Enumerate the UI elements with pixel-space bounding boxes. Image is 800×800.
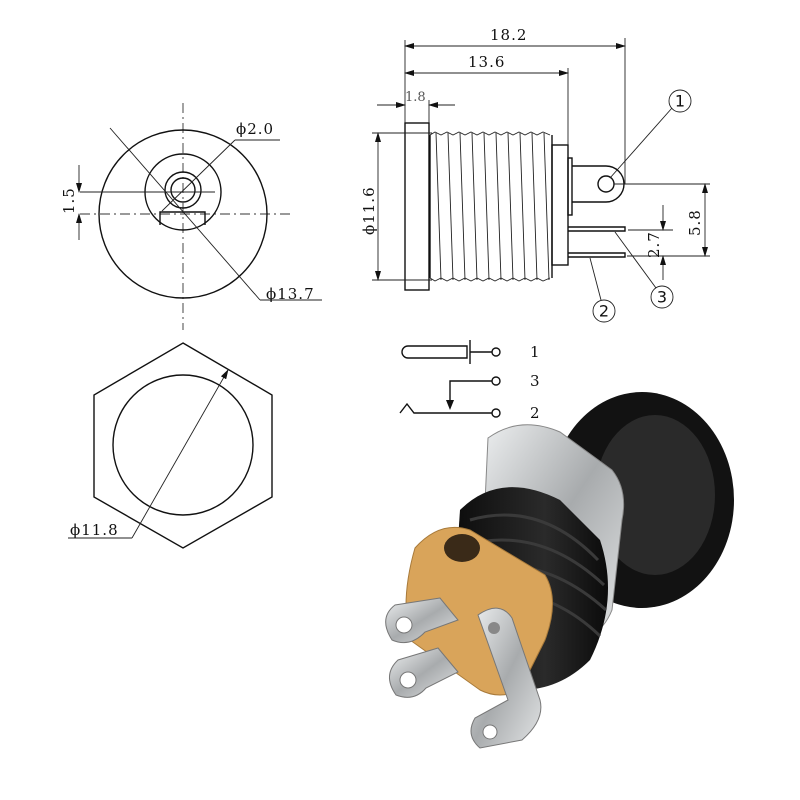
thread-lines <box>429 131 551 282</box>
schematic: 1 3 2 <box>399 340 541 422</box>
product-photo <box>385 392 734 749</box>
flange-thickness-dimension: 1.8 <box>405 90 426 105</box>
pin-height-dimension: 5.8 <box>686 209 704 236</box>
total-length-dimension: 18.2 <box>490 26 527 44</box>
front-view: 1.5 ϕ2.0 ϕ13.7 <box>60 103 322 330</box>
callout-2: 2 <box>599 302 609 321</box>
pin-diameter-dimension: ϕ2.0 <box>236 120 274 138</box>
body-diameter-dimension: ϕ11.6 <box>360 186 378 235</box>
schematic-pin-3: 3 <box>530 372 541 390</box>
side-view: 18.2 13.6 1.8 ϕ11.6 5.8 2.7 1 2 3 <box>360 26 710 323</box>
schematic-pin-2: 2 <box>530 404 541 422</box>
callout-3: 3 <box>657 288 667 307</box>
body-length-dimension: 13.6 <box>468 53 505 71</box>
pin-spacing-dimension: 2.7 <box>645 231 663 258</box>
outer-diameter-dimension: ϕ13.7 <box>266 285 315 303</box>
callout-1: 1 <box>675 92 685 111</box>
outer-circle <box>98 129 268 299</box>
hex-view: ϕ11.8 <box>68 342 273 549</box>
offset-dimension: 1.5 <box>60 187 78 214</box>
hex-diameter-dimension: ϕ11.8 <box>70 521 119 539</box>
schematic-pin-1: 1 <box>530 343 541 361</box>
